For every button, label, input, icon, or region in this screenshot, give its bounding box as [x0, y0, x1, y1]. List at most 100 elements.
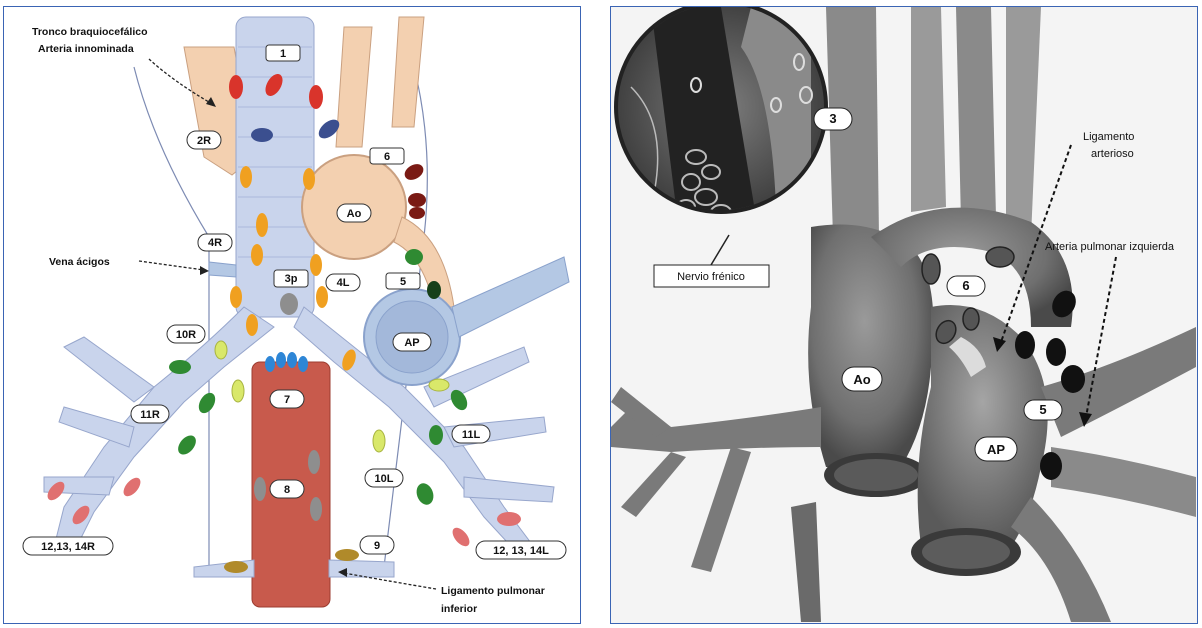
left-pulmonary-vein [1051, 447, 1196, 517]
station-label-11R: 11R [131, 405, 169, 423]
left-pulmonary-artery-branch [452, 257, 569, 337]
node [251, 244, 263, 266]
station-label-12R: 12,13, 14R [23, 537, 113, 555]
node [303, 168, 315, 190]
arterial-ligament-annotation-line2: arterioso [1091, 148, 1134, 160]
node [195, 390, 218, 416]
station-label-9: 9 [360, 536, 394, 554]
phrenic-nerve-callout: Nervio frénico [654, 235, 769, 287]
station-label-3p: 3p [274, 270, 308, 287]
pulmonary-artery-label: AP [975, 437, 1017, 461]
station-label-2R-text: 2R [197, 135, 211, 147]
node [215, 341, 227, 359]
station-label-6: 6 [370, 148, 404, 164]
left-carotid-artery [336, 27, 372, 147]
left-pulmonary-artery-annotation: Arteria pulmonar izquierda [1045, 241, 1175, 253]
node [309, 85, 323, 109]
station-label-3-text: 3 [829, 111, 836, 126]
node [224, 561, 248, 573]
node [254, 477, 266, 501]
station-label-2R: 2R [187, 131, 221, 149]
aorta-label-text: Ao [347, 208, 362, 220]
station-label-6-text: 6 [962, 278, 969, 293]
node [373, 430, 385, 452]
station-label-5: 5 [386, 273, 420, 289]
station-label-12L-text: 12, 13, 14L [493, 545, 549, 557]
station-label-11L-text: 11L [462, 429, 481, 441]
station-label-3: 3 [814, 108, 852, 130]
node [402, 161, 426, 183]
station-label-5-text: 5 [1039, 402, 1046, 417]
lower-vessel [791, 502, 821, 622]
node [408, 193, 426, 207]
phrenic-nerve-leader [711, 235, 729, 265]
node [251, 128, 273, 142]
node [414, 481, 437, 507]
aorta-lumen-inner [834, 459, 918, 491]
right-diagram-panel: 3 Nervio frénico 6 Ao 5 AP Ligamento art… [610, 6, 1198, 624]
aorta-label: Ao [337, 204, 371, 222]
left-subclavian-artery [392, 17, 424, 127]
node [922, 254, 940, 284]
node [120, 475, 143, 500]
node [1015, 331, 1035, 359]
node [405, 249, 423, 265]
node [230, 286, 242, 308]
station-label-6: 6 [947, 276, 985, 296]
azygos-vein-shape [209, 262, 236, 277]
azygos-arrow [139, 261, 204, 270]
node [246, 314, 258, 336]
station-label-11R-text: 11R [140, 409, 160, 421]
node [276, 352, 286, 368]
station-label-5: 5 [1024, 400, 1062, 420]
station-3p-nodes [280, 293, 298, 315]
station-label-12R-text: 12,13, 14R [41, 541, 95, 553]
station-label-4L-text: 4L [337, 277, 350, 289]
node [335, 549, 359, 561]
aortopulmonary-window-diagram: 3 Nervio frénico 6 Ao 5 AP Ligamento art… [611, 7, 1196, 622]
node [240, 166, 252, 188]
magnified-inset [616, 7, 826, 247]
node [308, 450, 320, 474]
station-label-9-text: 9 [374, 540, 380, 552]
station-label-6-text: 6 [384, 151, 390, 163]
node [427, 281, 441, 299]
node [256, 213, 268, 237]
node [229, 75, 243, 99]
subclavian-vessel [956, 7, 996, 222]
brachiocephalic-annotation-line1: Tronco braquiocefálico [32, 26, 148, 38]
station-label-12L: 12, 13, 14L [476, 541, 566, 559]
aorta-label-text: Ao [853, 372, 870, 387]
station-label-10R: 10R [167, 325, 205, 343]
node [963, 308, 979, 330]
station-label-1-text: 1 [280, 48, 286, 60]
station-label-11L: 11L [452, 425, 490, 443]
left-diagram-panel: 1 2R 6 Ao 4R 3p 4L 5 AP 10R 7 11R [3, 6, 581, 624]
azygos-arrowhead [200, 266, 209, 275]
node [265, 356, 275, 372]
node [232, 380, 244, 402]
pulmonary-artery-label: AP [393, 333, 431, 351]
node [280, 293, 298, 315]
arterial-ligament-annotation-line1: Ligamento [1083, 131, 1134, 143]
station-label-5-text: 5 [400, 276, 406, 288]
node [1046, 338, 1066, 366]
node [429, 425, 443, 445]
node [298, 356, 308, 372]
station-label-4R-text: 4R [208, 237, 222, 249]
node [429, 379, 449, 391]
station-label-4L: 4L [326, 274, 360, 291]
ascending-aorta [808, 225, 933, 468]
node [169, 360, 191, 374]
right-pulmonary-branches [611, 387, 751, 572]
node [986, 247, 1014, 267]
node [409, 207, 425, 219]
node [316, 286, 328, 308]
node [449, 525, 472, 550]
pulmonary-trunk-lumen-inner [922, 535, 1010, 569]
station-label-10R-text: 10R [176, 329, 196, 341]
node [1061, 365, 1085, 393]
vessel-branch [1006, 7, 1041, 237]
pulmonary-ligament-annotation-line2: inferior [441, 603, 477, 615]
node [287, 352, 297, 368]
